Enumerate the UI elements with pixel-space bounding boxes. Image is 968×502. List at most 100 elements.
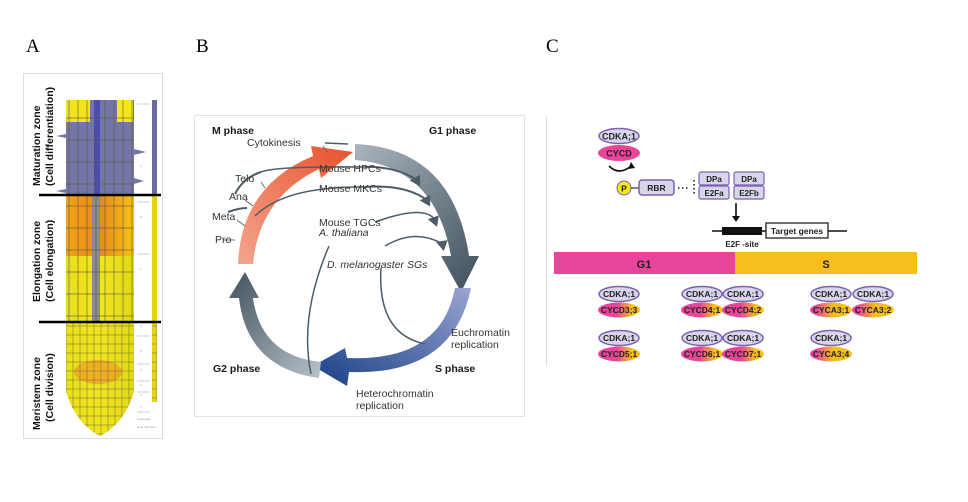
dpa-label: DPa xyxy=(741,175,757,184)
cdk-cyclin-diagram: CDKA;1 CYCD P RBR DPa E2Fa DPa E2Fb xyxy=(554,127,917,362)
target-genes-box xyxy=(765,222,829,239)
cdk-label: CDKA;1 xyxy=(815,333,847,343)
cdk-oval xyxy=(598,329,640,347)
tgc-cycle-line xyxy=(374,211,436,223)
mouse-hpcs-label: Mouse HPCs xyxy=(319,163,381,175)
cyclin-oval xyxy=(722,346,764,362)
cdk-oval xyxy=(810,285,852,303)
target-genes-label: Target genes xyxy=(771,226,824,236)
m-phase-arrow xyxy=(238,146,353,264)
cyclin-label: CYCA3;2 xyxy=(855,305,892,315)
panel-a-root-zones: 9 8 7 6 5 4 3 2 1 Columella Note that th… xyxy=(23,73,163,439)
cdk-label: CDKA;1 xyxy=(857,289,889,299)
euchromatin-label-2: replication xyxy=(451,339,499,351)
cyclin-label: CYCD7;1 xyxy=(725,349,762,359)
cyclin-label: CYCD4;1 xyxy=(684,305,721,315)
rbr-label: RBR xyxy=(647,183,665,193)
cdk-cyclin-complexes: CDKA;1CYCD3;3CDKA;1CYCD4;1CDKA;1CYCD4;2C… xyxy=(598,285,894,362)
cyclin-oval xyxy=(810,346,852,362)
zone-label-elongation: Elongation zone xyxy=(31,221,43,302)
panel-label-b: B xyxy=(196,36,209,57)
cyclin-label: CYCD5;1 xyxy=(601,349,638,359)
cdk-oval xyxy=(852,285,894,303)
g2-phase-arrow xyxy=(229,272,321,378)
ana-label: Ana xyxy=(229,191,248,203)
scale-tick: 3 xyxy=(140,383,142,387)
cyclin-label: CYCA3;4 xyxy=(813,349,850,359)
cdk-label: CDKA;1 xyxy=(603,333,635,343)
panel-label-a: A xyxy=(26,36,40,57)
scale-tick: 8 xyxy=(140,215,142,219)
binding-arrow xyxy=(732,216,740,222)
cyclin-label: CYCA3;1 xyxy=(813,305,850,315)
cdk-oval xyxy=(810,329,852,347)
g1-phase-arrow xyxy=(355,144,479,292)
heterochromatin-label: Heterochromatin xyxy=(356,388,434,400)
scale-tick: 1 xyxy=(140,405,142,409)
cdk-label: CDKA;1 xyxy=(727,289,759,299)
dpa-label: DPa xyxy=(706,175,722,184)
g1-phase-bar xyxy=(554,252,735,274)
sg-cycle-top xyxy=(384,235,444,247)
g2-phase-label: G2 phase xyxy=(213,363,260,375)
heterochromatin-label-2: replication xyxy=(356,400,404,412)
a-thaliana-label: A. thaliana xyxy=(318,227,369,239)
s-bar-label: S xyxy=(822,259,829,271)
pro-label: Pro xyxy=(215,234,232,246)
mouse-mkcs-label: Mouse MKCs xyxy=(319,183,382,195)
g1-bar-label: G1 xyxy=(637,259,652,271)
phosphate-label: P xyxy=(621,184,627,194)
dpa-e2fb-dimer: DPa E2Fb xyxy=(733,171,765,200)
cdka1-oval xyxy=(598,127,640,145)
scale-tick: 5 xyxy=(140,349,142,353)
cyclin-oval xyxy=(810,302,852,318)
s-phase-bar xyxy=(735,252,917,274)
cdk-label: CDKA;1 xyxy=(686,333,718,343)
zone-sublabel-meristem: (Cell division) xyxy=(44,353,56,422)
cdka1-label: CDKA;1 xyxy=(602,132,636,142)
cyclin-oval xyxy=(681,346,723,362)
cyclin-label: CYCD6;1 xyxy=(684,349,721,359)
cyclin-oval xyxy=(722,302,764,318)
mkc-cycle-line xyxy=(364,185,428,201)
phosphorylation-arrow xyxy=(608,165,632,172)
scale-tick: 9 xyxy=(140,164,142,168)
e2fb-label: E2Fb xyxy=(739,189,759,198)
cdk-label: CDKA;1 xyxy=(815,289,847,299)
cdk-label: CDKA;1 xyxy=(727,333,759,343)
s-phase-arrow xyxy=(313,288,471,386)
cyclin-oval xyxy=(598,302,640,318)
m-phase-label: M phase xyxy=(212,125,254,137)
panel-b-cell-cycle: M phase G1 phase S phase G2 phase Cytoki… xyxy=(194,115,525,417)
footnote: Note that the c xyxy=(137,425,157,429)
scale-tick: 2 xyxy=(140,393,142,397)
footnote: Columella xyxy=(137,417,151,421)
cytokinesis-label: Cytokinesis xyxy=(247,137,301,149)
dpa-e2fa-dimer: DPa E2Fa xyxy=(698,171,730,200)
hpc-cycle-line xyxy=(364,165,418,181)
zone-label-meristem: Meristem zone xyxy=(31,357,43,430)
euchromatin-label: Euchromatin xyxy=(451,327,510,339)
zone-sublabel-maturation: (Cell differentiation) xyxy=(44,87,56,186)
e2fa-label: E2Fa xyxy=(704,189,724,198)
e2f-site-box xyxy=(722,227,762,235)
e2f-site-label: E2F -site xyxy=(725,240,759,249)
zone-label-maturation: Maturation zone xyxy=(31,105,43,186)
rbr-box xyxy=(638,179,675,196)
telo-label: Telo xyxy=(235,173,254,185)
cdk-oval xyxy=(722,285,764,303)
cdk-label: CDKA;1 xyxy=(686,289,718,299)
cyclin-label: CYCD3;3 xyxy=(601,305,638,315)
scale-tick: 4 xyxy=(140,368,142,372)
cycd-label: CYCD xyxy=(606,149,632,159)
root-illustration: 9 8 7 6 5 4 3 2 1 Columella Note that th… xyxy=(31,87,161,436)
panel-label-c: C xyxy=(546,36,559,57)
cell-cycle-diagram: M phase G1 phase S phase G2 phase Cytoki… xyxy=(212,125,510,412)
cycd-oval xyxy=(598,145,640,161)
